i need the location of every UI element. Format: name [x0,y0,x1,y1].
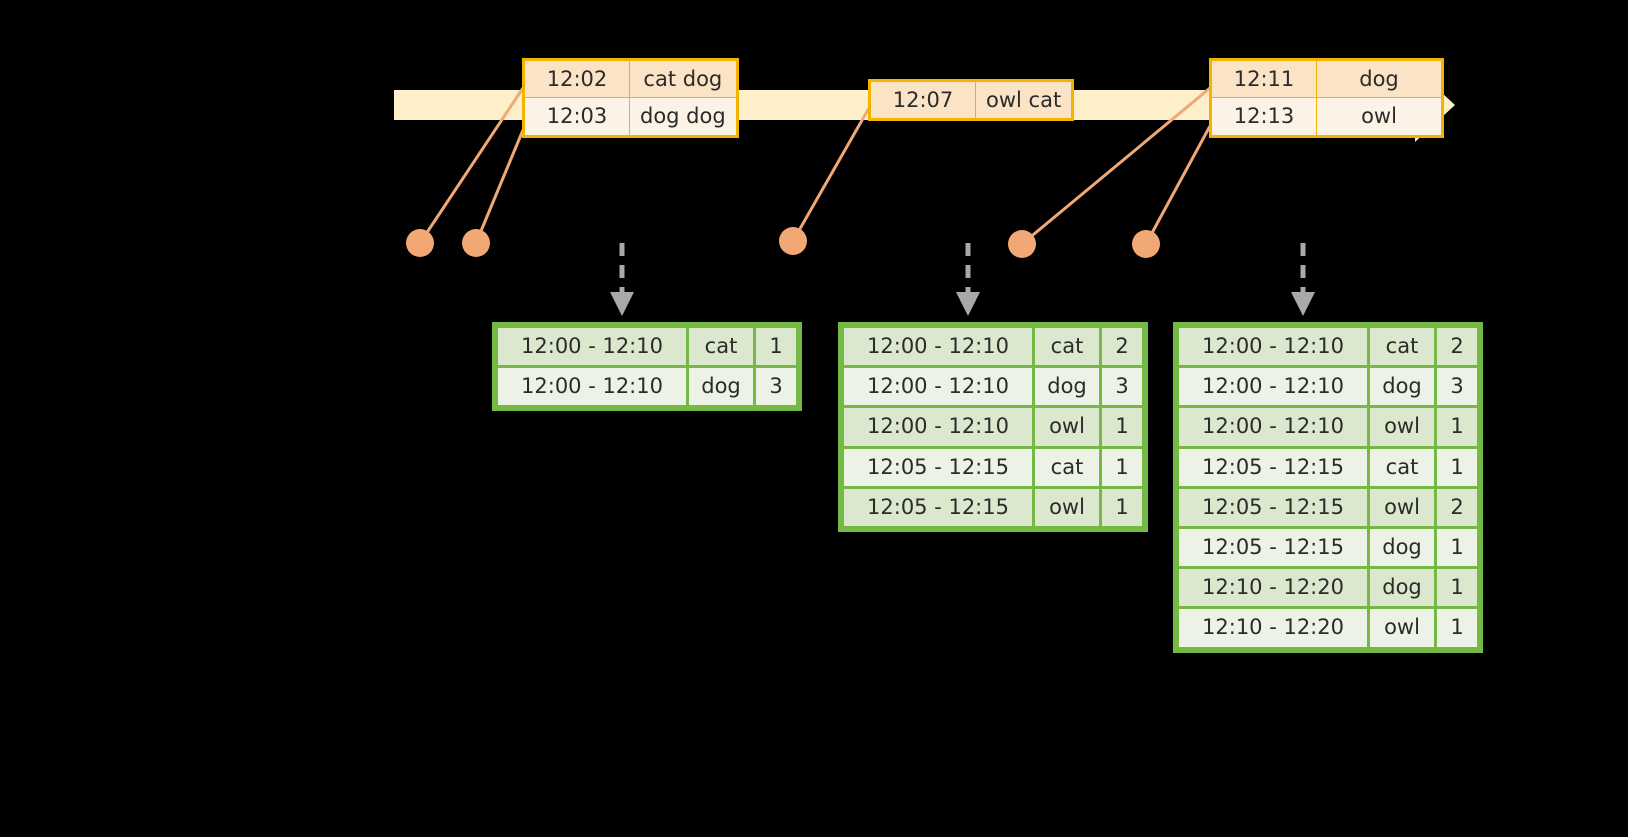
word-cell: owl [1370,609,1434,647]
window-cell: 12:00 - 12:10 [1179,328,1367,366]
count-cell: 1 [1437,528,1477,567]
event-time: 12:13 [1210,97,1317,137]
word-cell: dog [1370,528,1434,567]
window-cell: 12:05 - 12:15 [1179,528,1367,567]
table-row[interactable]: 12:00 - 12:10 dog 3 [498,368,796,406]
count-cell: 3 [756,368,796,406]
connector-line-3 [791,107,871,242]
table-row[interactable]: 12:10 - 12:20 owl 1 [1179,609,1477,647]
window-cell: 12:00 - 12:10 [1179,368,1367,406]
event-group-2[interactable]: 12:07 owl cat [868,79,1075,122]
word-cell: owl [1370,488,1434,526]
event-words: owl cat [974,79,1074,121]
count-cell: 2 [1437,488,1477,526]
count-cell: 2 [1437,328,1477,366]
table-row[interactable]: 12:05 - 12:15 cat 1 [844,448,1142,486]
count-cell: 1 [1102,408,1142,446]
event-time: 12:11 [1210,58,1317,99]
event-words: owl [1316,97,1443,137]
event-time: 12:03 [523,97,630,137]
table-row[interactable]: 12:00 - 12:10 cat 1 [498,328,796,366]
event-time: 12:02 [523,58,630,99]
event-time: 12:07 [869,79,976,121]
connector-dot-3 [779,227,807,255]
window-cell: 12:05 - 12:15 [1179,488,1367,526]
word-cell: cat [1035,328,1099,366]
event-words: dog dog [629,97,738,137]
table-row[interactable]: 12:00 - 12:10 dog 3 [1179,368,1477,406]
table-row[interactable]: 12:00 - 12:10 cat 2 [844,328,1142,366]
flow-arrow-2 [956,243,980,316]
count-cell: 1 [1102,488,1142,526]
word-cell: cat [1370,448,1434,486]
window-cell: 12:05 - 12:15 [844,488,1032,526]
table-row[interactable]: 12:10 - 12:20 dog 1 [1179,569,1477,607]
count-cell: 1 [1102,448,1142,486]
connector-dot-4 [1008,230,1036,258]
count-cell: 1 [756,328,796,366]
window-cell: 12:10 - 12:20 [1179,609,1367,647]
window-cell: 12:00 - 12:10 [1179,408,1367,446]
word-cell: cat [1035,448,1099,486]
window-cell: 12:00 - 12:10 [498,368,686,406]
word-cell: dog [689,368,753,406]
table-row[interactable]: 12:05 - 12:15 dog 1 [1179,528,1477,567]
window-counts-stage-3[interactable]: 12:00 - 12:10 cat 2 12:00 - 12:10 dog 3 … [1173,322,1483,653]
window-cell: 12:00 - 12:10 [844,408,1032,446]
table-row[interactable]: 12:00 - 12:10 cat 2 [1179,328,1477,366]
count-cell: 2 [1102,328,1142,366]
word-cell: owl [1035,408,1099,446]
connector-dot-2 [462,229,490,257]
timeline-bar-segment-left [394,90,524,120]
word-cell: dog [1370,569,1434,607]
table-row[interactable]: 12:05 - 12:15 owl 1 [844,488,1142,526]
event-row[interactable]: 12:11 dog [1210,58,1443,99]
count-cell: 1 [1437,448,1477,486]
event-row[interactable]: 12:03 dog dog [523,97,738,137]
connector-dot-5 [1132,230,1160,258]
window-counts-stage-2[interactable]: 12:00 - 12:10 cat 2 12:00 - 12:10 dog 3 … [838,322,1148,532]
window-cell: 12:05 - 12:15 [1179,448,1367,486]
word-cell: dog [1370,368,1434,406]
count-cell: 1 [1437,609,1477,647]
table-row[interactable]: 12:00 - 12:10 owl 1 [844,408,1142,446]
event-row[interactable]: 12:07 owl cat [869,79,1074,121]
event-group-1[interactable]: 12:02 cat dog 12:03 dog dog [522,58,739,138]
window-cell: 12:00 - 12:10 [498,328,686,366]
word-cell: cat [1370,328,1434,366]
table-row[interactable]: 12:00 - 12:10 owl 1 [1179,408,1477,446]
connector-line-2 [474,129,525,244]
table-row[interactable]: 12:05 - 12:15 owl 2 [1179,488,1477,526]
word-cell: cat [689,328,753,366]
window-counts-stage-1[interactable]: 12:00 - 12:10 cat 1 12:00 - 12:10 dog 3 [492,322,802,412]
event-words: cat dog [629,58,738,99]
window-cell: 12:00 - 12:10 [844,328,1032,366]
flow-arrow-1 [610,243,634,316]
word-cell: dog [1035,368,1099,406]
window-cell: 12:10 - 12:20 [1179,569,1367,607]
count-cell: 1 [1437,569,1477,607]
event-words: dog [1316,58,1443,99]
word-cell: owl [1035,488,1099,526]
connector-line-5 [1144,125,1212,245]
count-cell: 1 [1437,408,1477,446]
event-group-3[interactable]: 12:11 dog 12:13 owl [1209,58,1444,138]
window-cell: 12:00 - 12:10 [844,368,1032,406]
window-cell: 12:05 - 12:15 [844,448,1032,486]
event-row[interactable]: 12:02 cat dog [523,58,738,99]
flow-arrow-3 [1291,243,1315,316]
word-cell: owl [1370,408,1434,446]
count-cell: 3 [1437,368,1477,406]
count-cell: 3 [1102,368,1142,406]
connector-dot-1 [406,229,434,257]
table-row[interactable]: 12:00 - 12:10 dog 3 [844,368,1142,406]
event-row[interactable]: 12:13 owl [1210,97,1443,137]
table-row[interactable]: 12:05 - 12:15 cat 1 [1179,448,1477,486]
